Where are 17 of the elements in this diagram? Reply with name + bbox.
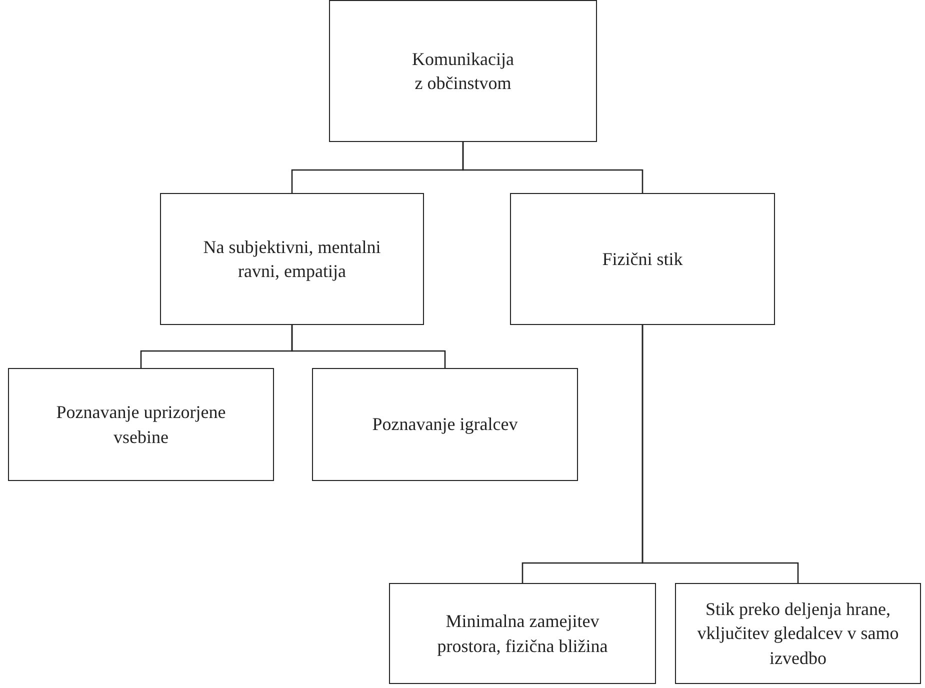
connector-line [642,325,799,583]
text-box [312,368,578,481]
text-box [389,583,656,684]
text-box [160,193,424,325]
connector-line [462,142,644,193]
box-label: Fizični stik [602,248,683,271]
box-label: Stik preko deljenja hrane, vključitev gledalcev v samo izvedbo [696,598,900,670]
box-label: Minimalna zamejitev prostora, fizična bližina [436,610,609,658]
box-label: Na subjektivni, mentalni ravni, empatija [202,236,382,283]
box-label: Komunikacija z občinstvom [411,48,515,95]
box-label: Poznavanje uprizorjene vsebine [55,401,227,448]
box-label: Poznavanje igralcev [372,413,518,436]
text-box [8,368,274,481]
text-box [675,583,921,684]
text-box [510,193,775,325]
connector-line [291,325,446,368]
text-box [329,0,597,142]
